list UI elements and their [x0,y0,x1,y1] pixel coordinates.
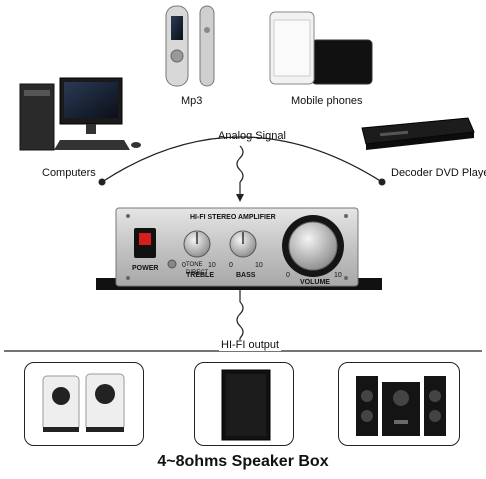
treble-min-label: 0 [182,262,186,269]
analog-arrow-icon [236,194,244,202]
volume-knob [288,221,338,271]
computers-label: Computers [42,167,96,179]
amplifier-image [96,207,382,290]
mp3-player-image [165,5,215,87]
mobile-phones-image [269,11,373,85]
power-label: POWER [132,265,159,272]
amp-brand-text: HI-FI STEREO AMPLIFIER [190,214,276,221]
analog-signal-wave [236,145,244,183]
analog-arc [101,136,383,183]
volume-label: VOLUME [300,279,330,286]
dvd-player-image [361,117,475,150]
arc-endpoint-right [378,178,386,186]
analog-signal-label: Analog Signal [218,130,286,142]
hifi-output-label: HI-FI output [219,339,282,351]
speaker-box-floor [194,362,294,446]
home-theater-speakers-image [356,376,446,436]
tone-direct-button [167,259,177,269]
treble-max-label: 10 [208,262,216,269]
bass-max-label: 10 [255,262,263,269]
arc-endpoint-left [98,178,106,186]
computer-image [19,77,141,151]
speaker-caption: 4~8ohms Speaker Box [157,453,329,470]
bass-min-label: 0 [229,262,233,269]
direct-label: DIRECT [186,270,209,276]
desktop-speakers-image [42,373,125,432]
speaker-box-home-theater [338,362,460,446]
dvd-player-label: Decoder DVD Player [391,167,486,179]
volume-min-label: 0 [286,272,290,279]
tone-label: TONE [186,262,203,268]
treble-label: TREBLE [186,272,214,279]
bass-label: BASS [236,272,256,279]
hifi-output-wave [236,301,244,339]
mp3-label: Mp3 [181,95,203,107]
speaker-box-desktop [24,362,144,446]
mobile-phones-label: Mobile phones [291,95,363,107]
floor-speaker-image [221,369,271,441]
volume-max-label: 10 [334,272,342,279]
